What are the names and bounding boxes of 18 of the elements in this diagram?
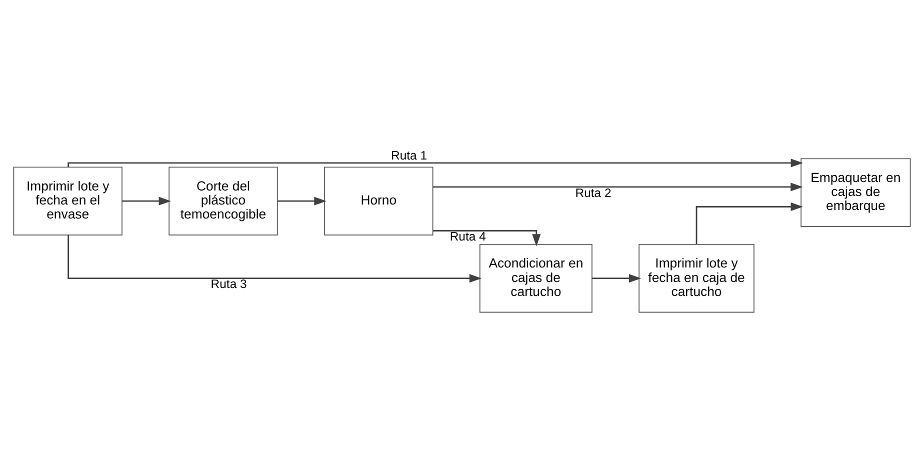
arrow	[696, 202, 804, 244]
arrow	[122, 196, 172, 205]
arrow	[432, 182, 803, 191]
node-box: Horno	[324, 166, 434, 235]
edge-label: Ruta 3	[210, 276, 247, 291]
arrow	[278, 196, 326, 205]
node-box: Empaquetar en cajas de embarque	[800, 158, 911, 226]
node-box: Imprimir lote y fecha en el envase	[13, 166, 122, 235]
edge-label: Ruta 2	[575, 185, 612, 200]
arrow	[68, 234, 482, 282]
arrow	[68, 158, 804, 167]
node-box: Corte del plástico temoencogible	[168, 166, 278, 235]
arrow	[432, 230, 541, 246]
node-box: Acondicionar en cajas de cartucho	[479, 243, 592, 312]
arrow	[592, 274, 642, 282]
node-box: Imprimir lote y fecha en caja de cartucho	[638, 243, 754, 312]
edge-label: Ruta 1	[391, 148, 428, 162]
edge-label: Ruta 4	[450, 229, 486, 244]
